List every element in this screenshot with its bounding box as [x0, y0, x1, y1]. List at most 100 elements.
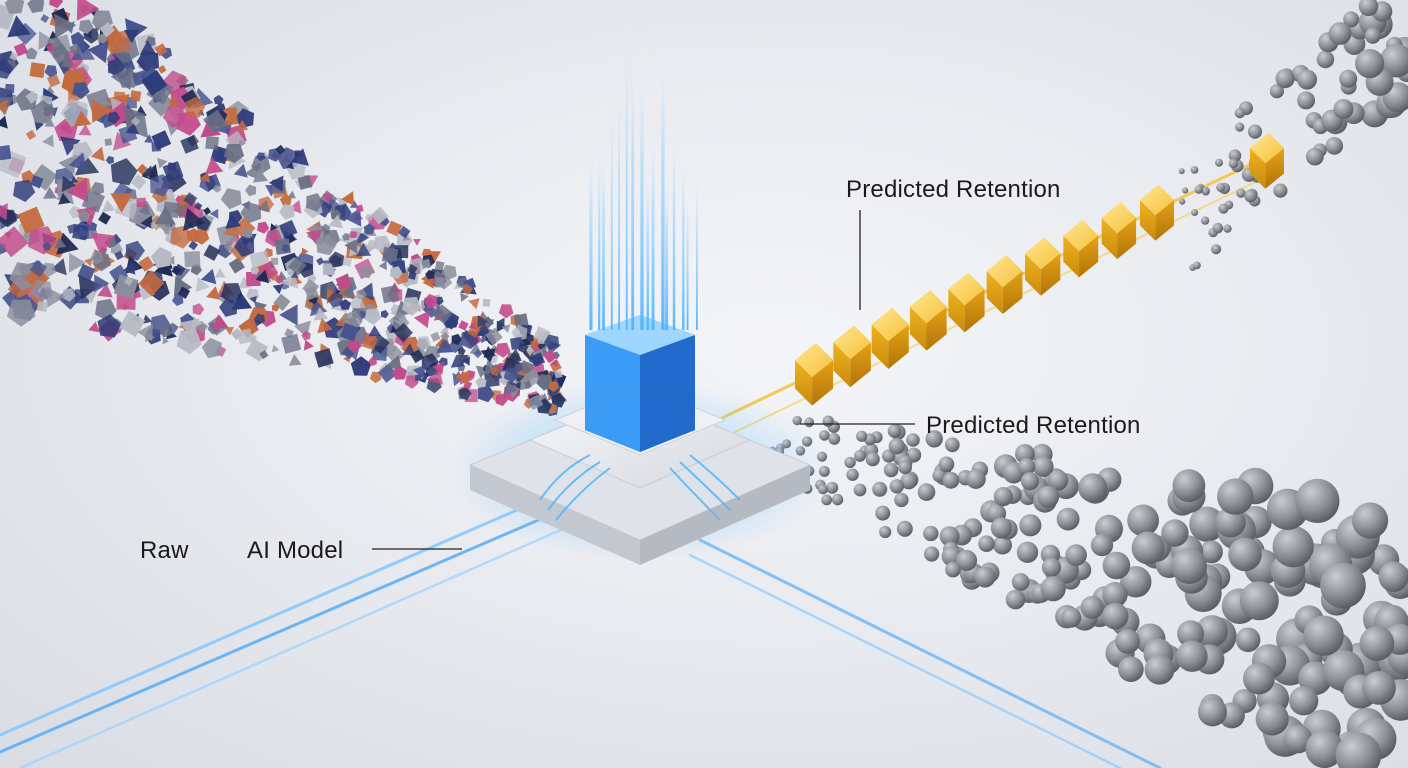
- raw-particle: [322, 263, 335, 276]
- predicted-retention-upper-label: Predicted Retention: [846, 176, 1061, 203]
- sphere-icon: [819, 430, 830, 441]
- raw-particle: [458, 320, 469, 331]
- raw-particle: [205, 136, 219, 150]
- raw-particle: [69, 252, 87, 273]
- raw-particle: [43, 102, 55, 114]
- raw-particle: [271, 257, 279, 265]
- raw-particle: [94, 274, 110, 293]
- light-beam: [598, 128, 601, 330]
- raw-particle: [168, 97, 180, 108]
- raw-particle: [97, 314, 121, 338]
- raw-particle: [184, 96, 206, 118]
- light-beam: [686, 179, 689, 330]
- raw-particle: [110, 193, 133, 213]
- raw-particle: [222, 221, 239, 237]
- raw-particle: [426, 366, 436, 376]
- raw-particle: [234, 236, 255, 257]
- raw-particle: [279, 219, 298, 239]
- sphere-icon: [1320, 562, 1366, 609]
- raw-particle: [78, 274, 102, 300]
- sphere-icon: [1328, 22, 1352, 45]
- raw-particle: [58, 154, 77, 175]
- sphere-icon: [993, 487, 1013, 507]
- sphere-icon: [854, 450, 866, 462]
- raw-particle: [4, 0, 25, 14]
- light-beam: [618, 62, 620, 330]
- raw-particle: [56, 232, 79, 255]
- raw-particle: [61, 175, 77, 193]
- raw-particle: [139, 40, 157, 56]
- raw-particle: [213, 94, 224, 105]
- sphere-icon: [1196, 615, 1228, 648]
- raw-particle: [0, 226, 29, 258]
- raw-particle: [142, 314, 153, 324]
- sphere-icon: [925, 430, 943, 448]
- sphere-icon: [945, 561, 961, 578]
- sphere-icon: [1189, 506, 1225, 542]
- raw-particle: [234, 108, 255, 129]
- raw-particle: [29, 62, 46, 79]
- raw-particle: [60, 136, 81, 156]
- cube-icon: [1025, 237, 1061, 296]
- raw-particle: [17, 206, 45, 234]
- raw-particle: [72, 82, 90, 99]
- raw-particle: [313, 307, 329, 321]
- sphere-icon: [887, 424, 902, 438]
- raw-particle: [381, 246, 399, 264]
- raw-particle: [259, 350, 269, 360]
- sphere-icon: [1343, 11, 1360, 28]
- raw-particle: [426, 251, 441, 264]
- raw-particle: [224, 327, 234, 336]
- sphere-icon: [1061, 607, 1082, 628]
- sphere-icon: [1218, 203, 1229, 214]
- sphere-icon: [1199, 540, 1223, 564]
- callout-lines: [372, 210, 915, 550]
- raw-particle: [162, 337, 169, 345]
- sphere-icon: [924, 546, 940, 562]
- raw-particle: [170, 225, 193, 249]
- raw-particle: [507, 348, 522, 362]
- raw-particle: [151, 130, 172, 150]
- sphere-icon: [974, 566, 996, 588]
- raw-particle: [355, 204, 364, 213]
- raw-particle: [356, 242, 372, 257]
- raw-particle: [87, 40, 109, 64]
- light-beams: [589, 12, 698, 331]
- raw-particle: [70, 31, 85, 46]
- sphere-icon: [1102, 602, 1129, 630]
- raw-particle: [58, 192, 71, 205]
- cube-icon: [795, 342, 833, 406]
- light-beam: [696, 157, 698, 330]
- raw-particle: [316, 257, 325, 266]
- raw-particle: [42, 134, 54, 148]
- raw-particle: [288, 256, 307, 276]
- raw-particle: [13, 42, 28, 57]
- raw-particle: [223, 143, 245, 164]
- raw-particle: [524, 370, 536, 381]
- raw-particle: [501, 324, 511, 333]
- sphere-icon: [1364, 27, 1381, 44]
- sphere-icon: [1102, 581, 1128, 608]
- sphere-icon: [1273, 183, 1288, 198]
- raw-particle: [237, 328, 253, 345]
- raw-particle: [220, 188, 242, 210]
- raw-particle: [54, 13, 77, 39]
- raw-particle: [281, 333, 302, 354]
- raw-particle: [524, 380, 532, 389]
- raw-particle: [279, 203, 295, 220]
- light-beam: [646, 149, 649, 330]
- raw-particle: [316, 234, 337, 256]
- raw-particle: [107, 111, 121, 125]
- cube-icon: [948, 272, 985, 333]
- raw-particle: [98, 211, 111, 225]
- raw-particle: [0, 99, 8, 114]
- sphere-icon: [888, 438, 905, 455]
- raw-particle: [192, 316, 203, 328]
- sphere-icon: [1275, 69, 1295, 89]
- sphere-icon: [1283, 724, 1313, 754]
- raw-particle: [0, 58, 14, 79]
- raw-particle: [9, 52, 18, 61]
- raw-particle: [433, 304, 453, 324]
- raw-particle: [393, 322, 413, 343]
- raw-particle: [78, 209, 91, 222]
